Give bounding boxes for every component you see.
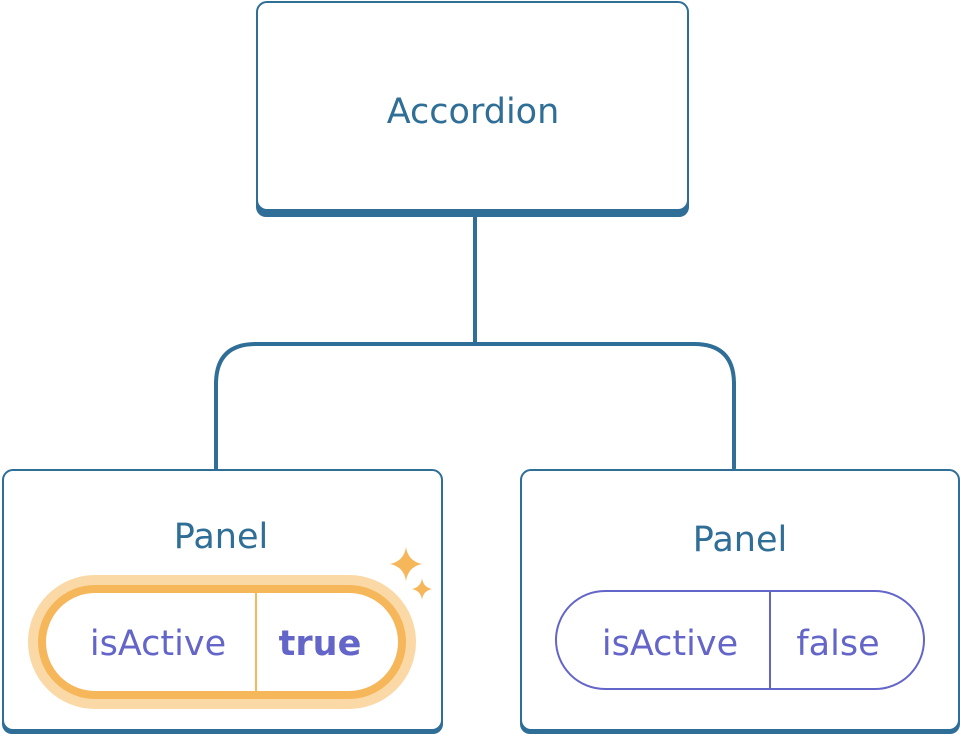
- prop-name: isActive: [90, 624, 226, 664]
- panel-node-inactive: Panel isActive false: [520, 469, 960, 734]
- prop-pill: isActive false: [555, 590, 925, 690]
- prop-name: isActive: [602, 624, 738, 664]
- panel-node-active: Panel isActive true: [2, 469, 443, 734]
- sparkle-icon: [390, 547, 432, 600]
- tree-connectors: [214, 212, 736, 470]
- prop-pill-active: isActive true: [28, 575, 416, 709]
- accordion-node: Accordion: [256, 1, 689, 217]
- prop-value: true: [279, 624, 362, 664]
- panel-node-title: Panel: [174, 517, 268, 557]
- accordion-node-title: Accordion: [387, 92, 560, 132]
- prop-value: false: [796, 624, 879, 664]
- branch-connector: [214, 342, 736, 470]
- panel-node-title: Panel: [693, 520, 787, 560]
